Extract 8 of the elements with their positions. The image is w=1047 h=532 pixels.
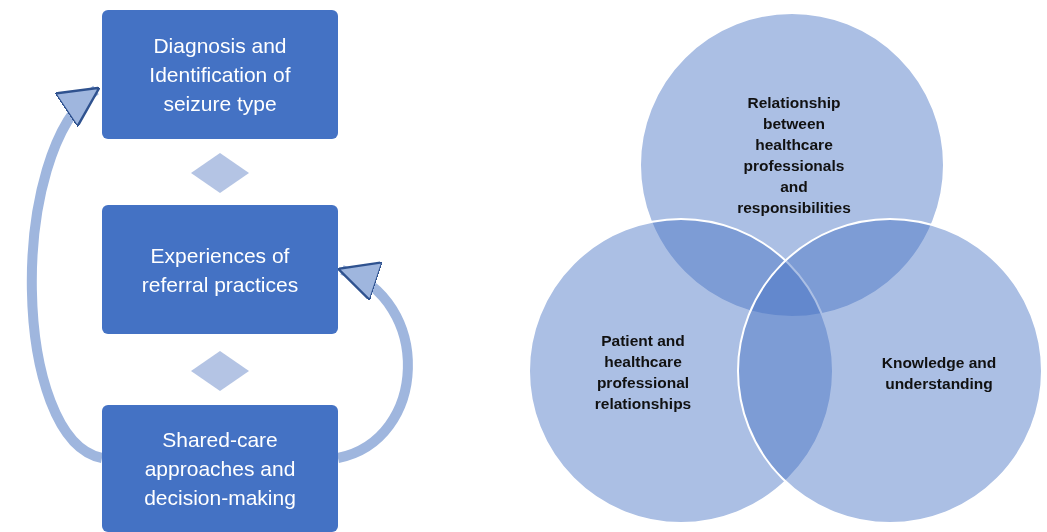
process-box: Experiences of referral practices (102, 205, 338, 334)
circle-label: Relationship between healthcare professionals and responsibilities (736, 93, 852, 218)
diamond-shape (191, 351, 249, 391)
process-box: Shared-care approaches and decision-making (102, 405, 338, 532)
circle-label: Knowledge and understanding (880, 353, 998, 394)
circle-label: Patient and healthcare professional relationships (593, 331, 693, 414)
diamond-shape (191, 153, 249, 193)
process-box: Diagnosis and Identification of seizure type (102, 10, 338, 139)
